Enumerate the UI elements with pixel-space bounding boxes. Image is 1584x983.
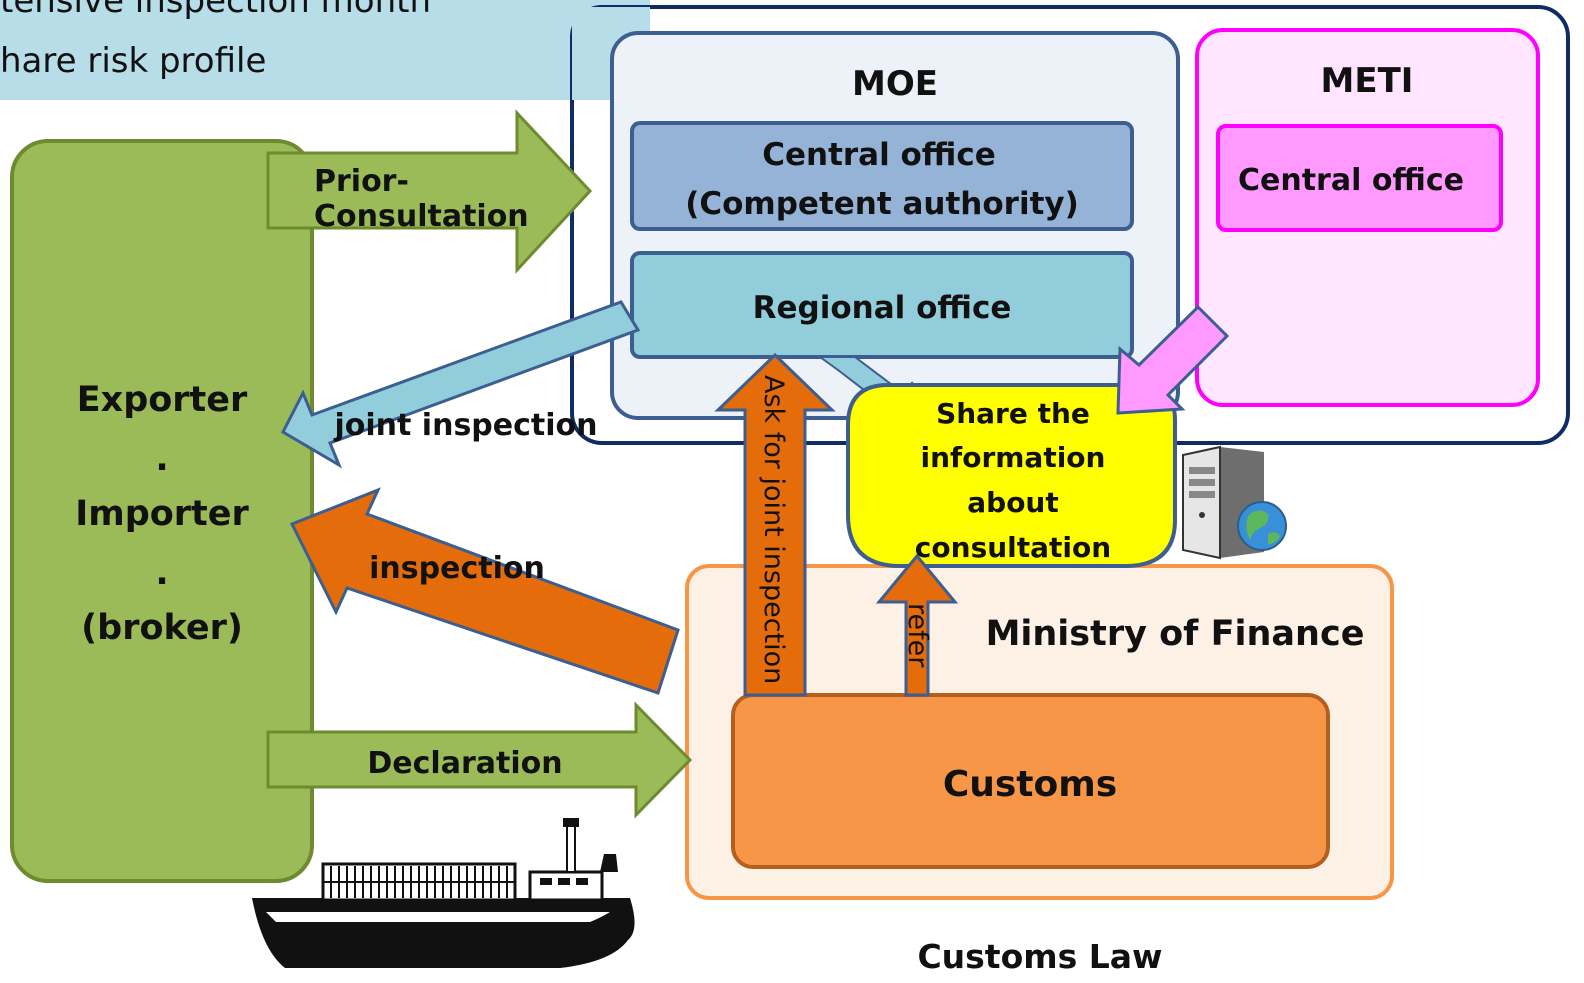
joint-inspection-label: joint inspection [333, 408, 597, 443]
exporter-label: Exporter [77, 380, 248, 420]
inspection-arrow [289, 487, 680, 695]
notes-line-1: tensive inspection month [0, 0, 431, 21]
importer-label: Importer [75, 494, 249, 534]
customs-law-label: Customs Law [917, 937, 1162, 976]
broker-label: (broker) [81, 608, 243, 648]
ship-icon [252, 818, 635, 968]
prior-consultation-line2: Consultation [314, 199, 529, 234]
ask-joint-inspection-arrow [714, 352, 836, 697]
server-globe-icon [1182, 445, 1287, 560]
refer-label: refer [902, 603, 933, 668]
moe-central-office-line1: Central office [762, 137, 996, 173]
regional-office-box [630, 251, 1134, 359]
notes-panel [0, 0, 650, 100]
refer-arrow [875, 553, 959, 697]
declaration-arrow [266, 701, 693, 819]
meti-to-share-arrow [1116, 304, 1230, 415]
meti-title: METI [1321, 61, 1414, 101]
regional-office-label: Regional office [753, 290, 1012, 326]
ask-joint-inspection-label: Ask for joint inspection [758, 375, 789, 684]
share-info-box [846, 383, 1177, 568]
customs-box [731, 693, 1330, 869]
joint-inspection-arrow [281, 300, 641, 469]
moe-central-office-line2: (Competent authority) [685, 186, 1079, 222]
inspection-label: inspection [369, 551, 545, 586]
share-info-line4: consultation [915, 531, 1111, 564]
prior-consultation-arrow [266, 109, 593, 274]
notes-line-2: hare risk profile [0, 41, 266, 81]
prior-consultation-line1: Prior- [314, 164, 409, 199]
meti-central-office-label: Central office [1238, 163, 1464, 198]
meti-central-office-box [1216, 124, 1503, 232]
share-info-line1: Share the [936, 397, 1090, 430]
share-info-line3: about [967, 486, 1059, 519]
moe-title: MOE [852, 64, 938, 104]
exporter-separator-1: . [155, 439, 168, 479]
customs-label: Customs [943, 764, 1117, 805]
finance-title: Ministry of Finance [986, 614, 1365, 654]
exporter-importer-box [10, 139, 314, 883]
moe-central-office-box [630, 121, 1134, 231]
share-info-line2: information [921, 441, 1106, 474]
exporter-separator-2: . [155, 553, 168, 593]
declaration-label: Declaration [367, 746, 562, 781]
